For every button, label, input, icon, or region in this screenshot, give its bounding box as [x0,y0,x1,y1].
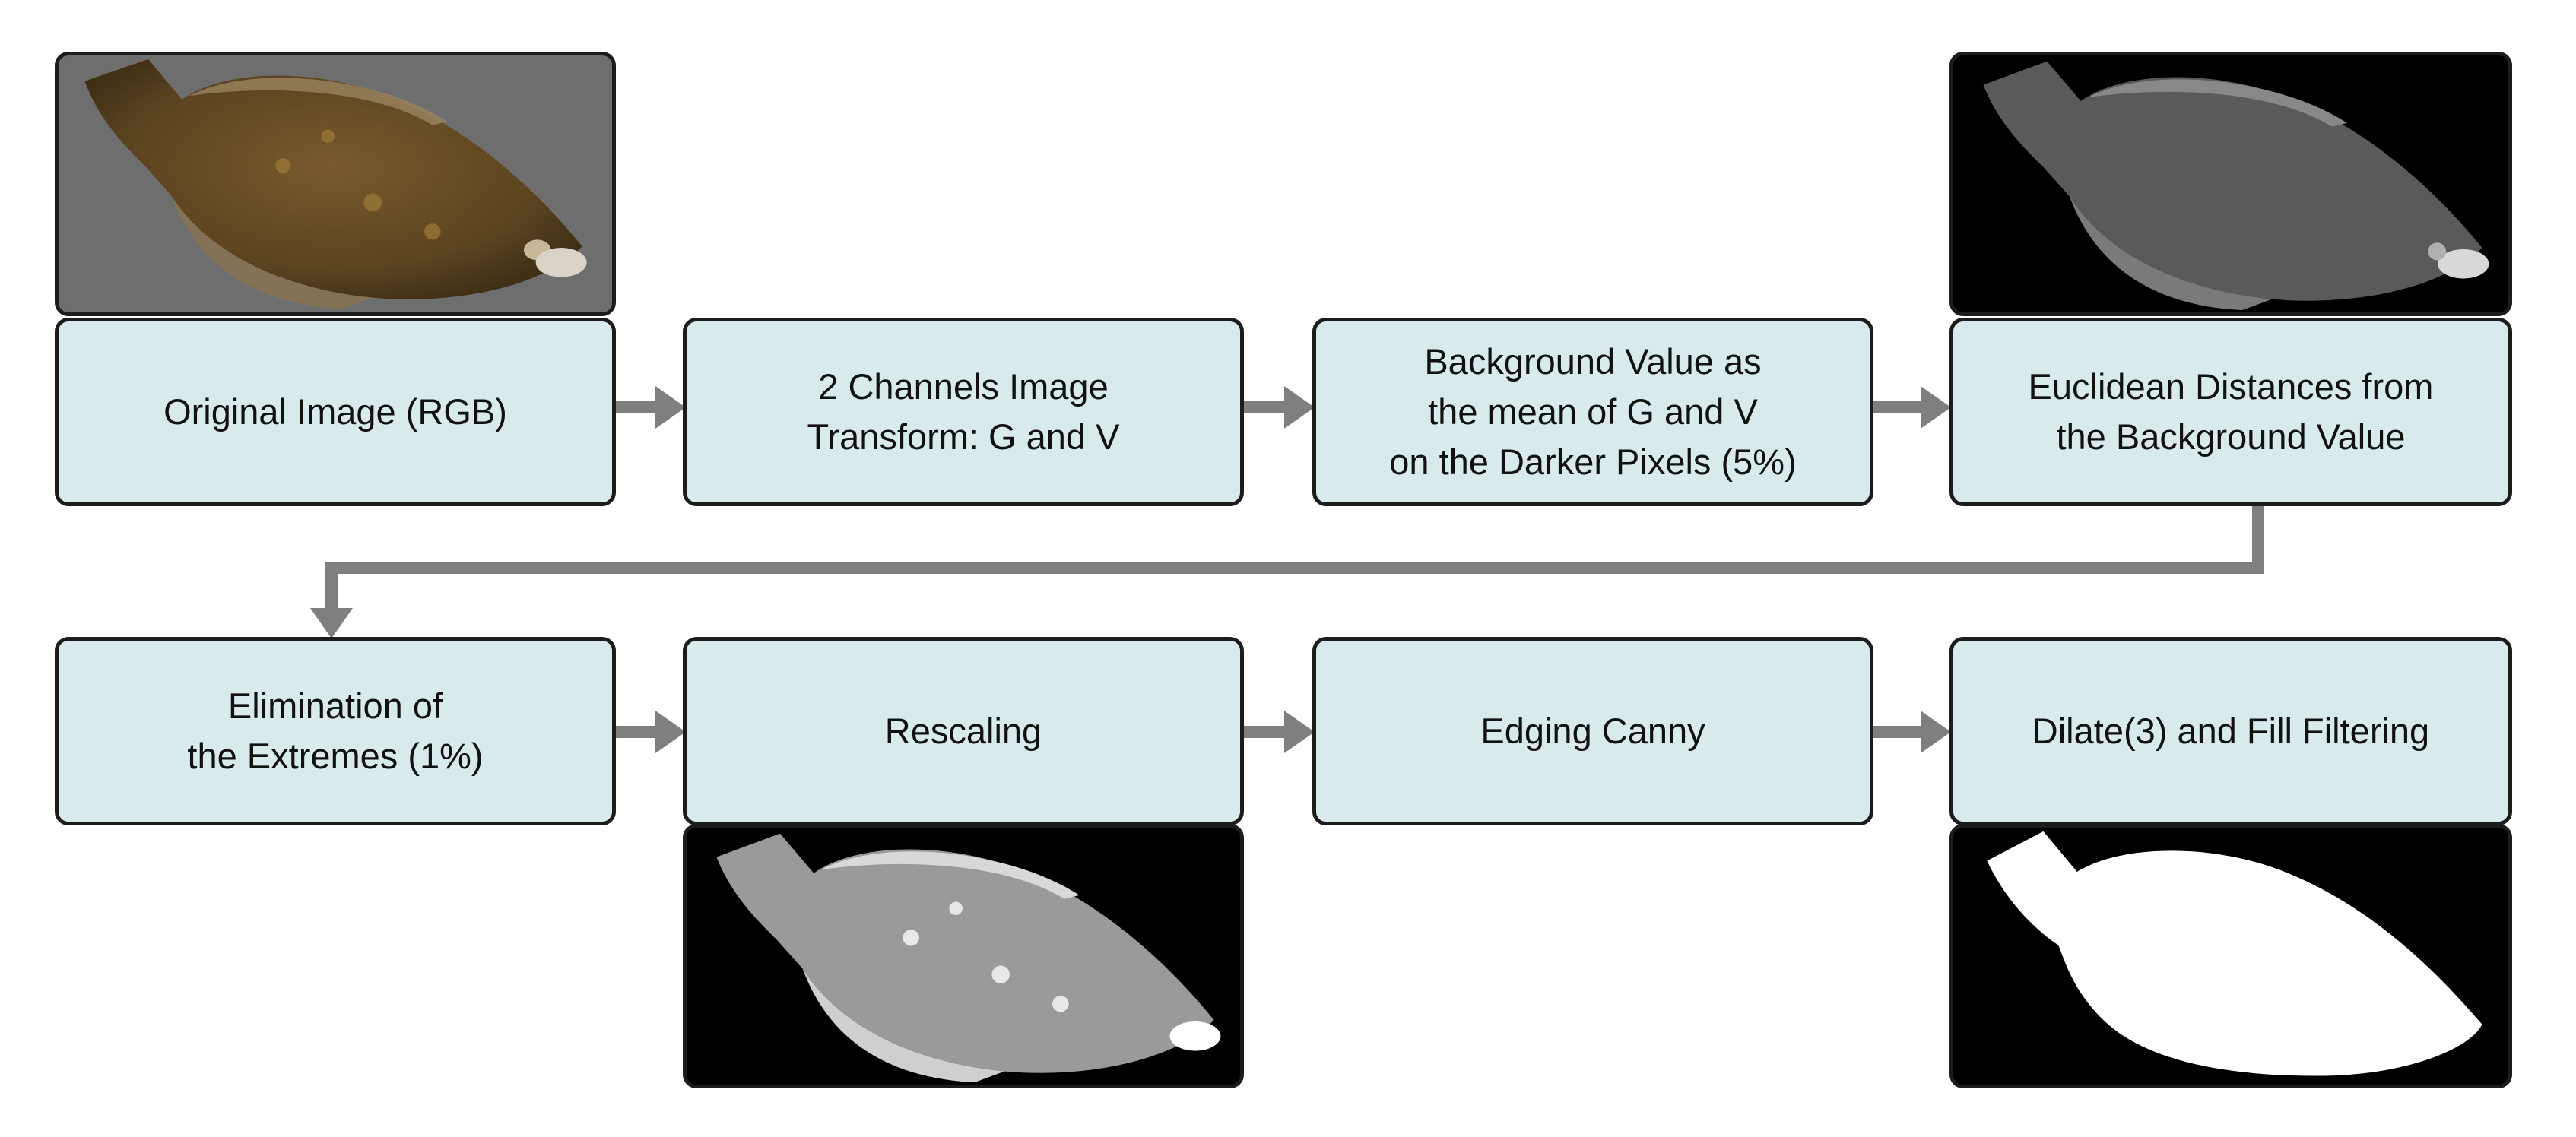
fish-shape [1983,61,2489,311]
step-label: Elimination of the Extremes (1%) [187,686,484,776]
connector-7-8 [1873,711,1951,753]
step-label: 2 Channels Image Transform: G and V [807,366,1120,457]
euclidean-distance-fish-image [1949,52,2512,316]
connector-4-5 [310,506,2264,638]
step-label: Dilate(3) and Fill Filtering [2032,711,2430,752]
step-label: Euclidean Distances from the Background … [2028,366,2434,457]
fish-mask-shape [1987,831,2482,1076]
fish-shape [84,59,587,309]
original-rgb-fish-image [55,52,616,316]
step-edging-canny: Edging Canny [1312,637,1873,825]
step-dilate-fill: Dilate(3) and Fill Filtering [1949,637,2512,825]
connector-3-4 [1873,386,1951,429]
step-label: Original Image (RGB) [163,391,507,432]
fish-shape [716,833,1221,1083]
rescaled-fish-image [683,824,1244,1088]
step-euclidean-distances: Euclidean Distances from the Background … [1949,318,2512,506]
step-eliminate-extremes: Elimination of the Extremes (1%) [55,637,616,825]
step-label: Edging Canny [1480,711,1705,752]
step-rescaling: Rescaling [683,637,1244,825]
step-label: Background Value as the mean of G and V … [1389,341,1797,482]
connector-1-2 [614,386,686,429]
step-original-image: Original Image (RGB) [55,318,616,506]
step-two-channel-transform: 2 Channels Image Transform: G and V [683,318,1244,506]
step-background-value: Background Value as the mean of G and V … [1312,318,1873,506]
step-label: Rescaling [884,711,1042,752]
connector-2-3 [1243,386,1315,429]
connector-5-6 [614,711,686,753]
filled-mask-fish-image [1949,824,2512,1088]
connector-6-7 [1243,711,1315,753]
